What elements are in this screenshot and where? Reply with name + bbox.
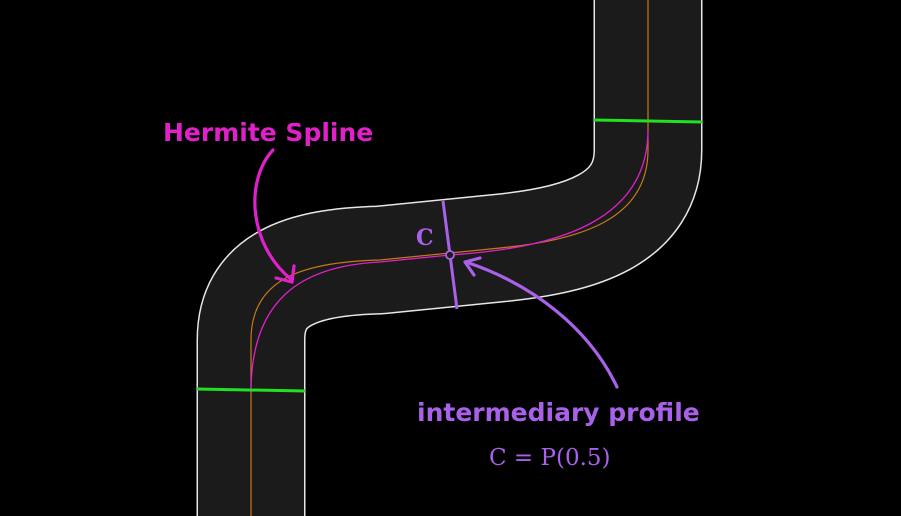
start-profile-line: [196, 387, 306, 393]
formula-label: C = P(0.5): [489, 445, 611, 471]
end-profile-line: [593, 118, 703, 124]
road-centerline: [250, 0, 649, 516]
hermite-spline-label: Hermite Spline: [163, 118, 373, 147]
intermediary-profile-label: intermediary profile: [417, 398, 700, 427]
spline-arrow: [253, 148, 296, 284]
point-c-marker: [445, 250, 455, 260]
point-c-label: C: [416, 225, 434, 251]
profile-arrow: [463, 256, 619, 389]
